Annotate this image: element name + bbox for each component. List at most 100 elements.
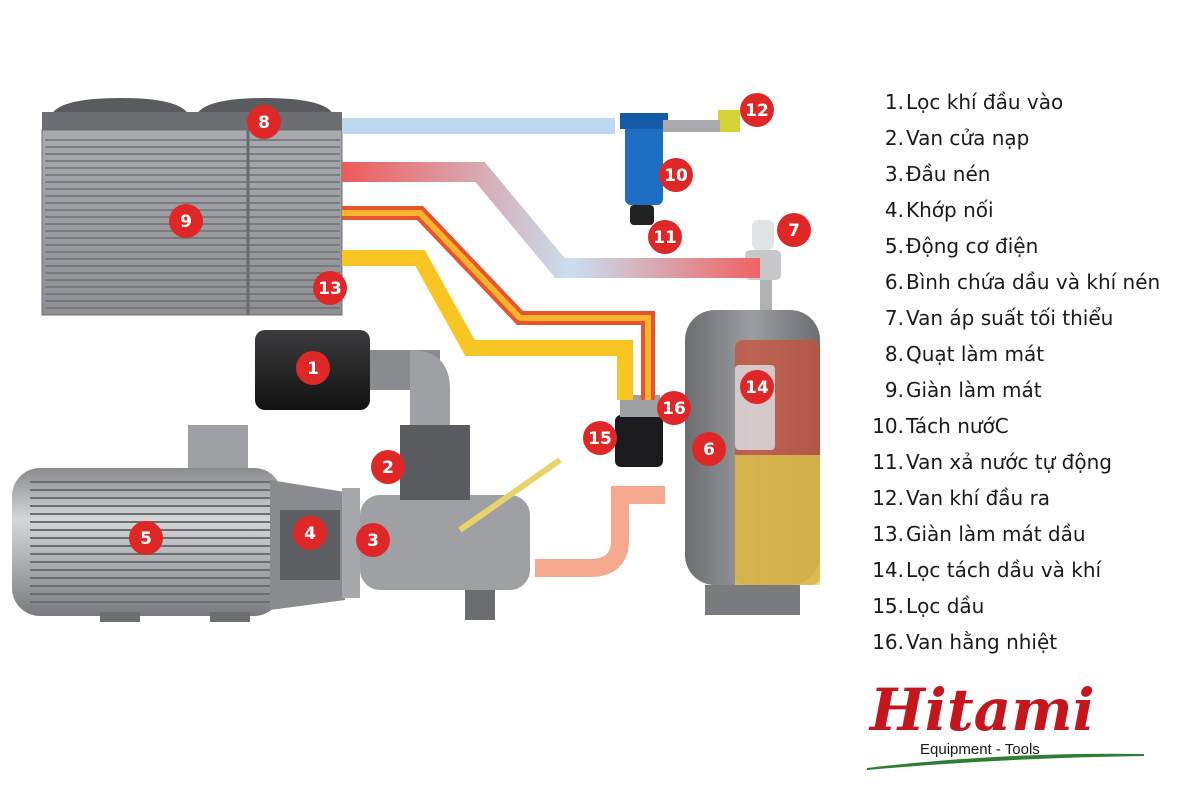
legend-item: 5.Động cơ điện	[868, 228, 1198, 264]
oil-filter	[615, 395, 663, 467]
legend-item: 12.Van khí đầu ra	[868, 480, 1198, 516]
legend-item: 6.Bình chứa dầu và khí nén	[868, 264, 1198, 300]
callout-number: 14	[745, 378, 769, 398]
legend-label: Giàn làm mát	[906, 378, 1042, 402]
callout-number: 9	[180, 212, 192, 232]
callout-badge	[657, 391, 691, 425]
callout-14: 14	[740, 370, 774, 404]
legend-item: 10.Tách nướC	[868, 408, 1198, 444]
return-oil-pipe	[458, 457, 562, 533]
callout-badge	[371, 450, 405, 484]
legend-number: 11.	[872, 450, 904, 474]
callout-badge	[247, 105, 281, 139]
legend-label: Lọc tách dầu và khí	[906, 558, 1102, 582]
callout-number: 12	[745, 101, 769, 121]
callout-number: 4	[304, 524, 316, 544]
callout-number: 16	[662, 399, 686, 419]
legend-number: 14.	[872, 558, 904, 582]
legend-label: Van xả nước tự động	[906, 450, 1112, 474]
legend-item: 9.Giàn làm mát	[868, 372, 1198, 408]
callout-16: 16	[657, 391, 691, 425]
callout-9: 9	[169, 204, 203, 238]
callout-badge	[659, 158, 693, 192]
callout-badge	[356, 523, 390, 557]
legend-label: Van áp suất tối thiểu	[906, 306, 1114, 330]
legend-number: 13.	[872, 522, 904, 546]
legend-label: Giàn làm mát dầu	[906, 522, 1086, 546]
callout-badge	[296, 351, 330, 385]
callout-badge	[740, 93, 774, 127]
legend-label: Lọc khí đầu vào	[906, 90, 1064, 114]
legend-label: Van hằng nhiệt	[906, 630, 1058, 654]
callout-2: 2	[371, 450, 405, 484]
legend-item: 3.Đầu nén	[868, 156, 1198, 192]
legend-label: Khớp nối	[906, 198, 994, 222]
legend-number: 7.	[884, 306, 904, 330]
legend-number: 5.	[884, 234, 904, 258]
legend-item: 16.Van hằng nhiệt	[868, 624, 1198, 660]
hot-air-pipe	[342, 162, 760, 278]
callout-number: 5	[140, 529, 152, 549]
callout-badge	[777, 213, 811, 247]
callout-1: 1	[296, 351, 330, 385]
legend-label: Quạt làm mát	[906, 342, 1045, 366]
legend-number: 1.	[884, 90, 904, 114]
discharge-pipe	[535, 486, 665, 577]
callout-badge	[169, 204, 203, 238]
legend-label: Tách nướC	[906, 414, 1009, 438]
legend-label: Lọc dầu	[906, 594, 985, 618]
callout-number: 2	[382, 458, 394, 478]
legend-item: 13.Giàn làm mát dầu	[868, 516, 1198, 552]
callout-badge	[648, 220, 682, 254]
legend-number: 10.	[872, 414, 904, 438]
legend-label: Van cửa nạp	[906, 126, 1030, 150]
legend-number: 2.	[884, 126, 904, 150]
legend-item: 2.Van cửa nạp	[868, 120, 1198, 156]
legend-number: 16.	[872, 630, 904, 654]
brand-logo: Hitami Equipment - Tools	[867, 676, 1144, 770]
callout-badge	[740, 370, 774, 404]
legend-number: 6.	[884, 270, 904, 294]
legend-number: 15.	[872, 594, 904, 618]
cool-oil-pipe	[342, 250, 633, 400]
callout-number: 8	[258, 113, 270, 133]
legend-number: 3.	[884, 162, 904, 186]
brand-tagline: Equipment - Tools	[920, 741, 1040, 758]
callout-13: 13	[313, 271, 347, 305]
legend-label: Đầu nén	[906, 162, 991, 186]
callout-badge	[692, 432, 726, 466]
legend-number: 12.	[872, 486, 904, 510]
callout-number: 1	[307, 359, 319, 379]
callout-5: 5	[129, 521, 163, 555]
legend-item: 4.Khớp nối	[868, 192, 1198, 228]
callout-number: 3	[367, 531, 379, 551]
legend-item: 15.Lọc dầu	[868, 588, 1198, 624]
inlet-filter	[255, 330, 450, 440]
callout-3: 3	[356, 523, 390, 557]
legend-number: 9.	[884, 378, 904, 402]
legend-label: Bình chứa dầu và khí nén	[906, 270, 1161, 294]
callout-badge	[293, 516, 327, 550]
legend-item: 8.Quạt làm mát	[868, 336, 1198, 372]
callout-7: 7	[777, 213, 811, 247]
legend-number: 4.	[884, 198, 904, 222]
brand-name: Hitami	[868, 676, 1095, 744]
callout-badge	[583, 421, 617, 455]
legend-item: 14.Lọc tách dầu và khí	[868, 552, 1198, 588]
callout-4: 4	[293, 516, 327, 550]
callout-number: 10	[664, 166, 688, 186]
legend-label: Van khí đầu ra	[906, 486, 1051, 510]
callout-number: 11	[653, 228, 677, 248]
callout-6: 6	[692, 432, 726, 466]
callout-11: 11	[648, 220, 682, 254]
callout-number: 13	[318, 279, 342, 299]
callout-number: 6	[703, 440, 715, 460]
outlet-valve	[718, 110, 740, 132]
callout-8: 8	[247, 105, 281, 139]
callout-badge	[129, 521, 163, 555]
callout-badge	[313, 271, 347, 305]
legend-item: 11.Van xả nước tự động	[868, 444, 1198, 480]
callout-12: 12	[740, 93, 774, 127]
